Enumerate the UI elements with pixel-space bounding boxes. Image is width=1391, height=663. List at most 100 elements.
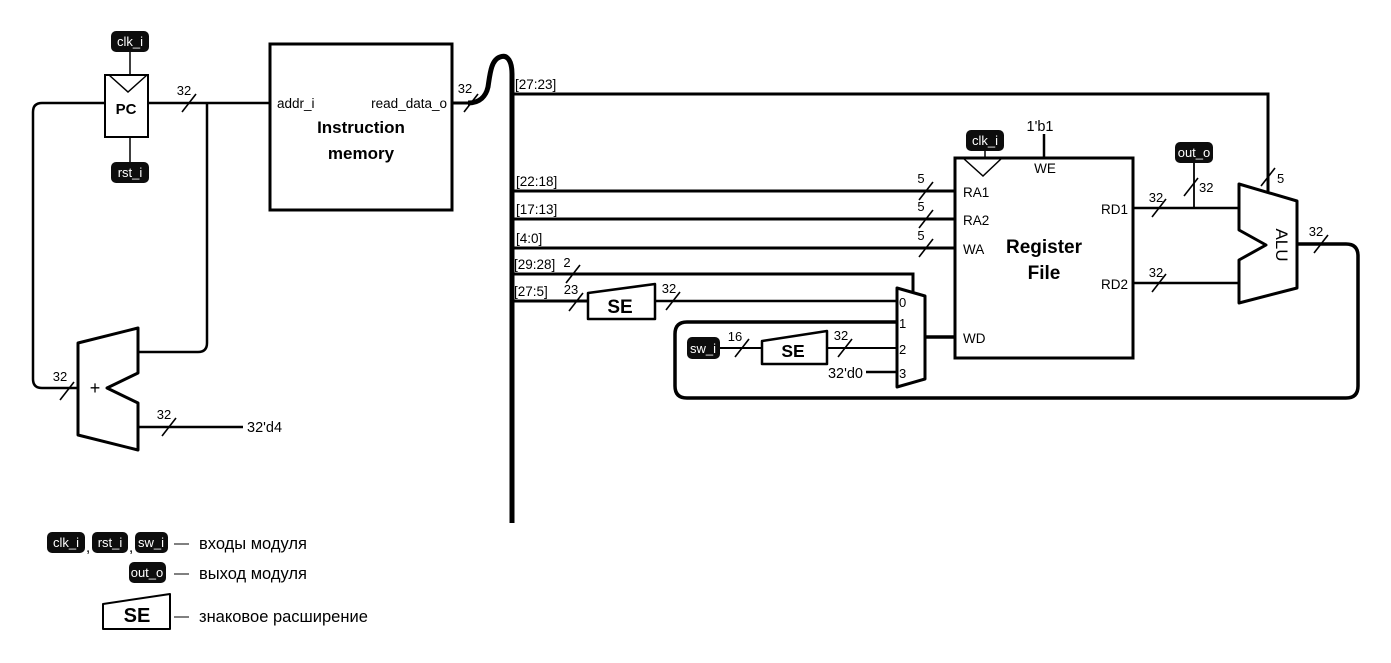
legend-output-text: выход модуля [199,565,307,583]
bus-width-tick [665,291,681,311]
mux-input-1-label: 1 [899,316,906,331]
pc-label: PC [116,101,137,118]
width-5-label: 5 [917,199,924,214]
width-5-label: 5 [1277,171,1284,186]
wd-port-label: WD [963,331,986,346]
clock-edge-icon [962,157,1003,178]
legend-rst-badge [92,532,128,553]
bus-width-tick [1151,273,1167,293]
slice-29-28-wire [514,272,915,295]
rd2-port-label: RD2 [1101,277,1128,292]
slice-27-23-label: [27:23] [515,77,556,92]
ra1-port-label: RA1 [963,185,989,200]
se-sw-block [760,329,829,366]
alu-block [1237,182,1299,305]
width-32-label: 32 [53,369,67,384]
legend-out-badge [129,562,166,583]
legend-comma: , [129,539,133,556]
width-32-label: 32 [458,81,472,96]
out-badge [1175,142,1213,163]
imem-title-line1: Instruction [317,118,405,137]
width-32-label: 32 [177,83,191,98]
legend-se-text: знаковое расширение [199,608,368,626]
bus-width-tick [161,417,177,437]
legend-se-label: SE [124,605,151,627]
clock-edge-icon [108,74,148,94]
legend-out-badge-label: out_o [131,565,164,580]
legend: clk_i , rst_i , sw_i — входы модуля out_… [47,532,368,630]
width-5-label: 5 [917,171,924,186]
clk-badge-rf-label: clk_i [972,133,998,148]
blocks [76,42,1299,452]
width-16-label: 16 [728,329,742,344]
wa-port-label: WA [963,242,984,257]
se-imm-label: SE [607,297,632,318]
legend-dash: — [174,608,189,625]
badges: clk_i rst_i clk_i sw_i out_o [111,31,1213,359]
bus-width-tick [1183,177,1199,197]
imem-title-line2: memory [328,144,395,163]
block-labels: PC addr_i read_data_o Instruction memory… [90,96,1291,398]
mux-input-0-label: 0 [899,295,906,310]
bus-width-tick [568,292,584,312]
alu-label: ALU [1272,228,1291,261]
mux-input-2-label: 2 [899,342,906,357]
width-32-label: 32 [1149,265,1163,280]
sw-badge-label: sw_i [690,341,716,356]
pc-block [104,74,149,138]
pc-adder-block [76,326,140,452]
bus-width-tick [181,93,197,113]
slice-29-28-label: [29:28] [514,257,555,272]
bus-width-tick [837,338,853,358]
register-file-block [953,156,1135,360]
legend-comma: , [86,539,90,556]
bus-width-tick [1313,234,1329,254]
pc-to-adder-branch-wire [138,103,209,354]
alu-result-feedback-wire [673,242,1360,400]
legend-inputs-text: входы модуля [199,535,307,553]
legend-dash: — [174,565,189,582]
pc-step-const-label: 32'd4 [247,420,282,436]
bus-width-tick [918,238,934,258]
clk-badge-pc [111,31,149,52]
mux-input-3-label: 3 [899,366,906,381]
width-23-label: 23 [564,282,578,297]
slice-17-13-label: [17:13] [516,202,557,217]
constants: 1'b1 32'd0 32'd4 [247,119,1053,436]
rst-badge-pc-label: rst_i [118,165,143,180]
bus-width-tick [463,93,479,113]
mux-zero-const-label: 32'd0 [828,366,863,382]
bus-width-tick [918,209,934,229]
width-32-label: 32 [157,407,171,422]
clk-badge-rf [966,130,1004,151]
pc-next-feedback-wire [31,101,105,390]
legend-clk-badge-label: clk_i [53,535,79,550]
we-const-label: 1'b1 [1027,119,1054,135]
sw-badge [687,337,720,359]
width-2-label: 2 [563,255,570,270]
clk-badge-pc-label: clk_i [117,34,143,49]
bus-width-tick [734,338,750,358]
ra2-port-label: RA2 [963,213,989,228]
slice-27-23-wire [514,92,1270,197]
legend-dash: — [174,535,189,552]
addr-port-label: addr_i [277,96,315,111]
pc-adder-label: + [90,378,101,398]
out-badge-label: out_o [1178,145,1211,160]
bus-width-tick [1260,167,1276,187]
legend-sw-badge [135,532,168,553]
read-data-port-label: read_data_o [371,96,447,111]
bus-width-ticks [59,93,1329,437]
legend-rst-badge-label: rst_i [98,535,123,550]
legend-sw-badge-label: sw_i [138,535,164,550]
width-32-label: 32 [834,328,848,343]
rf-title-line2: File [1028,263,1061,284]
instruction-memory-block [268,42,454,212]
width-32-label: 32 [1199,180,1213,195]
legend-se-shape [102,593,171,630]
width-32-label: 32 [1149,190,1163,205]
rd1-port-label: RD1 [1101,202,1128,217]
bus-width-tick [918,181,934,201]
wd-mux-block [895,286,927,389]
slice-22-18-label: [22:18] [516,174,557,189]
